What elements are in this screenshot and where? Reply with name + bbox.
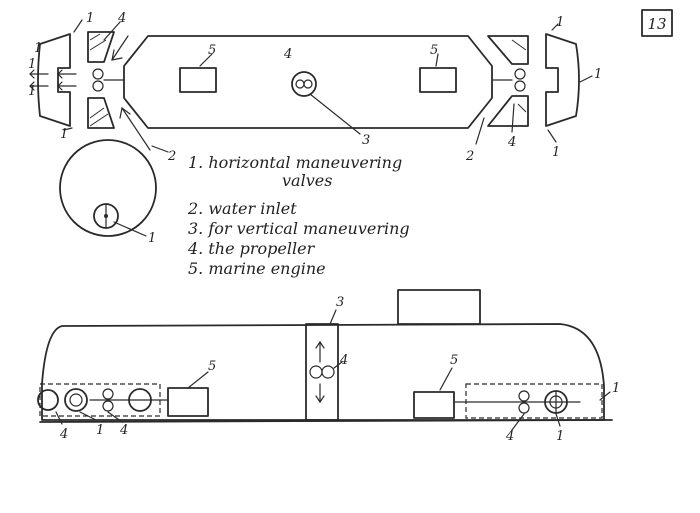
label-2-right: 2 — [465, 149, 474, 164]
right-side-engine — [414, 392, 454, 418]
label-5-left: 5 — [208, 43, 216, 58]
label-1-left-b: 1 — [28, 57, 36, 72]
vertical-propeller-a — [310, 366, 322, 378]
left-end-valve — [38, 390, 58, 410]
label-1-cross: 1 — [148, 231, 156, 246]
legend-item-4: 4. the propeller — [187, 239, 316, 258]
left-end-cap — [38, 34, 70, 126]
label-1-top-left: 1 — [86, 11, 94, 26]
legend-item-1-cont: valves — [282, 171, 332, 190]
cross-section: 1 — [60, 140, 156, 246]
label-4-side-left-a: 4 — [59, 427, 68, 442]
label-1-left: 1 — [34, 41, 42, 56]
label-1-bottom-right: 1 — [552, 145, 560, 160]
left-propeller-a — [103, 389, 113, 399]
legend-item-3: 3. for vertical maneuvering — [188, 219, 410, 238]
page-number: 13 — [647, 15, 666, 33]
right-propeller-bottom — [515, 81, 525, 91]
legend-item-1: 1. horizontal maneuvering — [188, 153, 402, 172]
label-1-right: 1 — [594, 67, 602, 82]
right-nozzle-housing — [466, 384, 602, 418]
right-propeller-b — [519, 403, 529, 413]
label-4-center: 4 — [283, 47, 292, 62]
label-4-side-right: 4 — [505, 429, 514, 444]
right-propeller-top — [515, 69, 525, 79]
left-lower-fin — [88, 98, 114, 128]
label-4-top-left: 4 — [117, 11, 126, 26]
left-valve-1 — [65, 389, 87, 411]
legend-item-5: 5. marine engine — [188, 259, 326, 278]
label-1-side-left: 1 — [96, 423, 104, 438]
left-side-engine — [168, 388, 208, 416]
legend-item-2: 2. water inlet — [187, 199, 297, 218]
legend: 1. horizontal maneuvering valves 2. wate… — [187, 153, 410, 278]
page-number-box: 13 — [642, 10, 672, 36]
right-propeller-a — [519, 391, 529, 401]
label-1-left-c: 1 — [28, 84, 36, 99]
conning-tower — [398, 290, 480, 324]
left-upper-fin — [88, 32, 114, 62]
label-5-right: 5 — [430, 43, 438, 58]
hull-cross-section — [60, 140, 156, 236]
label-2-left: 2 — [167, 149, 176, 164]
label-1-side-right: 1 — [556, 429, 564, 444]
vertical-propeller-b — [322, 366, 334, 378]
right-engine — [420, 68, 456, 92]
left-engine — [180, 68, 216, 92]
label-4-side-center: 4 — [339, 353, 348, 368]
left-propeller-top — [93, 69, 103, 79]
label-3-center: 3 — [362, 133, 370, 148]
label-1-side-end: 1 — [612, 381, 620, 396]
left-propeller-b — [103, 401, 113, 411]
label-5-side-right: 5 — [450, 353, 458, 368]
label-1-top-right: 1 — [556, 15, 564, 30]
right-lower-fin — [488, 96, 528, 126]
left-propeller-bottom — [93, 81, 103, 91]
side-view: 3 4 5 5 4 1 4 4 1 1 — [38, 290, 620, 444]
label-1-bottom-left: 1 — [60, 127, 68, 142]
right-upper-fin — [488, 36, 528, 64]
label-4-right: 4 — [507, 135, 516, 150]
label-5-side-left: 5 — [208, 359, 216, 374]
label-3-side: 3 — [336, 295, 344, 310]
label-4-side-left-b: 4 — [119, 423, 128, 438]
right-end-cap — [546, 34, 579, 126]
